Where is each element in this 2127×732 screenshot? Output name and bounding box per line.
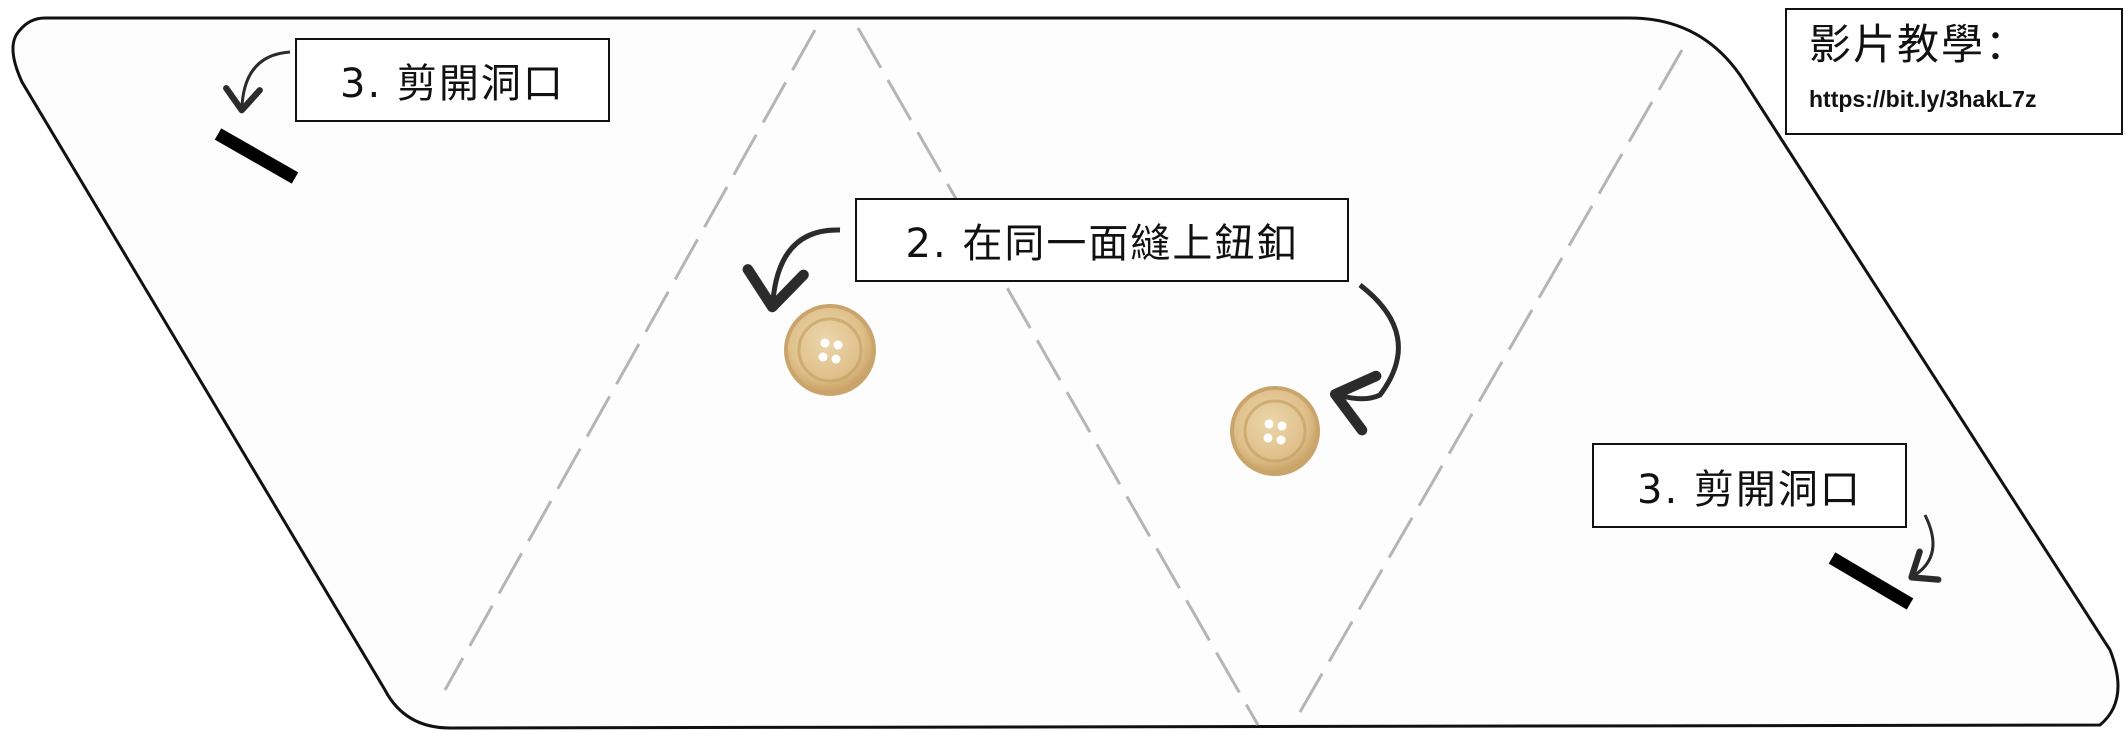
step-label-text: 3. 剪開洞口 bbox=[1637, 466, 1862, 513]
fold-line bbox=[443, 29, 817, 691]
sewing-button-icon bbox=[784, 304, 876, 396]
video-tutorial-link[interactable]: https://bit.ly/3hakL7z bbox=[1809, 86, 2037, 113]
cut-slit-mark bbox=[1828, 552, 1914, 610]
step-3-label: 3. 剪開洞口 bbox=[295, 38, 610, 122]
video-tutorial-box: 影片教學： https://bit.ly/3hakL7z bbox=[1785, 8, 2123, 135]
curved-arrow-icon bbox=[223, 50, 291, 114]
step-label-text: 2. 在同一面縫上鈕釦 bbox=[905, 221, 1299, 267]
sewing-button-icon bbox=[1230, 386, 1320, 476]
cut-slit-mark bbox=[214, 128, 299, 184]
fold-line bbox=[856, 27, 1260, 726]
fold-line bbox=[1298, 49, 1684, 713]
step-label-text: 3. 剪開洞口 bbox=[340, 61, 565, 107]
pattern-outline bbox=[11, 16, 2120, 730]
video-tutorial-title: 影片教學： bbox=[1809, 20, 2030, 69]
step-2-label: 2. 在同一面縫上鈕釦 bbox=[855, 198, 1349, 282]
curved-arrow-icon bbox=[1908, 514, 1942, 583]
curved-arrow-icon bbox=[1329, 283, 1401, 436]
step-3-label: 3. 剪開洞口 bbox=[1592, 443, 1907, 528]
curved-arrow-icon bbox=[742, 227, 841, 313]
fold-lines bbox=[443, 27, 1684, 726]
